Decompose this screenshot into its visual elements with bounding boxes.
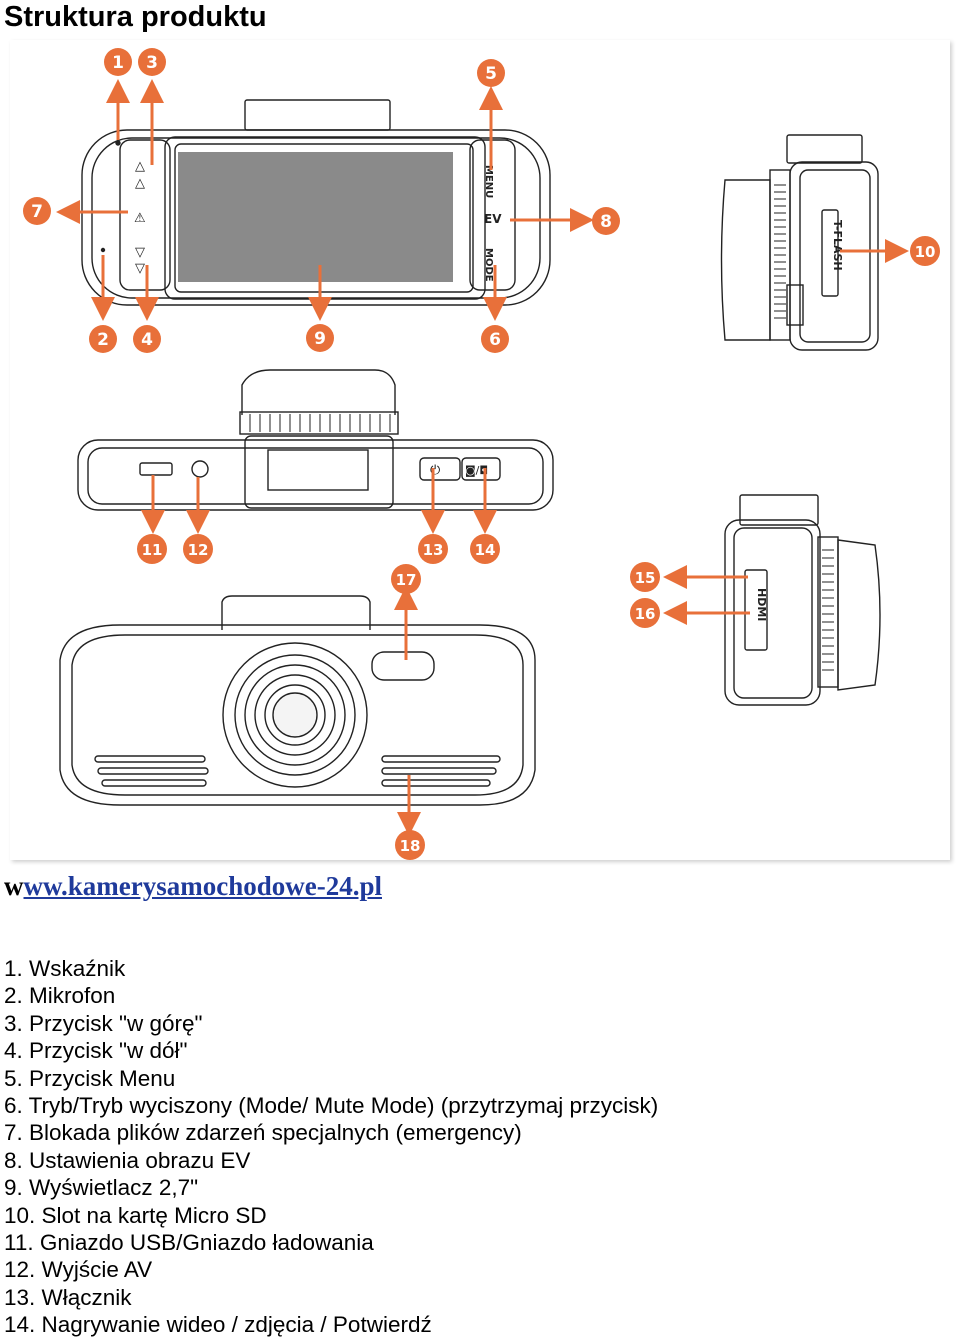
callout-13: 13 xyxy=(418,534,448,564)
website-url: www.kamerysamochodowe-24.pl xyxy=(4,870,382,902)
svg-text:3: 3 xyxy=(146,53,158,73)
svg-text:10: 10 xyxy=(915,243,936,261)
callout-15: 15 xyxy=(630,562,660,592)
svg-text:△: △ xyxy=(135,159,145,174)
callout-18: 18 xyxy=(395,830,425,860)
label-ev: EV xyxy=(484,212,502,226)
callout-arrows xyxy=(56,79,909,836)
side-view-right: T-FLASH xyxy=(720,134,879,351)
callout-14: 14 xyxy=(470,534,500,564)
callout-2: 2 xyxy=(89,325,117,353)
svg-text:9: 9 xyxy=(314,329,326,349)
callout-17: 17 xyxy=(391,564,421,594)
legend-item: 2. Mikrofon xyxy=(4,983,116,1009)
callout-1: 1 xyxy=(104,48,132,76)
svg-text:11: 11 xyxy=(142,541,163,559)
callout-12: 12 xyxy=(183,534,213,564)
svg-text:6: 6 xyxy=(489,330,501,350)
product-diagram: △ △ ⚠ ▽ ▽ MENU EV MODE xyxy=(10,40,950,860)
svg-text:14: 14 xyxy=(475,541,496,559)
svg-text:1: 1 xyxy=(112,53,124,73)
component-legend: 1. Wskaźnik 2. Mikrofon 3. Przycisk "w g… xyxy=(4,955,658,1339)
legend-item: 12. Wyjście AV xyxy=(4,1257,153,1283)
top-view: ⏻ ◙/◘ xyxy=(77,369,554,511)
svg-text:2: 2 xyxy=(97,330,109,350)
label-hdmi: HDMI xyxy=(755,588,768,621)
label-menu: MENU xyxy=(483,165,494,198)
svg-text:▽: ▽ xyxy=(135,261,145,276)
callout-11: 11 xyxy=(137,534,167,564)
legend-item: 7. Blokada plików zdarzeń specjalnych (e… xyxy=(4,1120,522,1146)
legend-item: 9. Wyświetlacz 2,7" xyxy=(4,1175,199,1201)
svg-text:⏻: ⏻ xyxy=(430,463,440,478)
svg-text:7: 7 xyxy=(31,202,43,222)
callout-8: 8 xyxy=(592,207,620,235)
svg-text:18: 18 xyxy=(400,837,421,855)
label-tflash: T-FLASH xyxy=(831,220,844,271)
svg-text:15: 15 xyxy=(635,569,656,587)
rear-view: △ △ ⚠ ▽ ▽ MENU EV MODE xyxy=(81,99,551,306)
legend-item: 3. Przycisk "w górę" xyxy=(4,1010,203,1036)
svg-text:13: 13 xyxy=(423,541,444,559)
callout-16: 16 xyxy=(630,598,660,628)
callout-10: 10 xyxy=(910,236,940,266)
svg-text:▽: ▽ xyxy=(135,245,145,260)
legend-item: 6. Tryb/Tryb wyciszony (Mode/ Mute Mode)… xyxy=(4,1093,659,1119)
callout-9: 9 xyxy=(306,324,334,352)
callout-3: 3 xyxy=(138,48,166,76)
legend-item: 13. Włącznik xyxy=(4,1284,132,1310)
legend-item: 5. Przycisk Menu xyxy=(4,1065,176,1091)
legend-item: 1. Wskaźnik xyxy=(4,956,126,981)
legend-item: 14. Nagrywanie wideo / zdjęcia / Potwier… xyxy=(4,1312,432,1338)
front-view xyxy=(59,595,536,806)
callout-7: 7 xyxy=(23,197,51,225)
svg-text:△: △ xyxy=(135,176,145,191)
legend-item: 4. Przycisk "w dół" xyxy=(4,1038,188,1064)
callout-6: 6 xyxy=(481,325,509,353)
svg-text:⚠: ⚠ xyxy=(134,211,146,226)
svg-text:5: 5 xyxy=(485,64,497,84)
svg-text:8: 8 xyxy=(600,212,612,232)
svg-text:◙/◘: ◙/◘ xyxy=(465,464,488,477)
svg-text:4: 4 xyxy=(141,330,153,350)
page-title: Struktura produktu xyxy=(4,1,267,33)
website-link[interactable]: ww.kamerysamochodowe-24.pl xyxy=(23,871,383,901)
svg-text:16: 16 xyxy=(635,605,656,623)
legend-item: 8. Ustawienia obrazu EV xyxy=(4,1147,251,1173)
side-view-left: HDMI xyxy=(724,494,881,706)
callout-4: 4 xyxy=(133,325,161,353)
svg-text:12: 12 xyxy=(188,541,209,559)
url-prefix: w xyxy=(4,871,24,901)
callout-badges: 1 3 5 7 8 10 2 4 9 6 11 12 xyxy=(23,48,940,860)
legend-item: 10. Slot na kartę Micro SD xyxy=(4,1202,267,1228)
label-mode: MODE xyxy=(483,248,494,282)
callout-5: 5 xyxy=(477,59,505,87)
svg-text:17: 17 xyxy=(396,571,417,589)
legend-item: 11. Gniazdo USB/Gniazdo ładowania xyxy=(4,1230,374,1256)
